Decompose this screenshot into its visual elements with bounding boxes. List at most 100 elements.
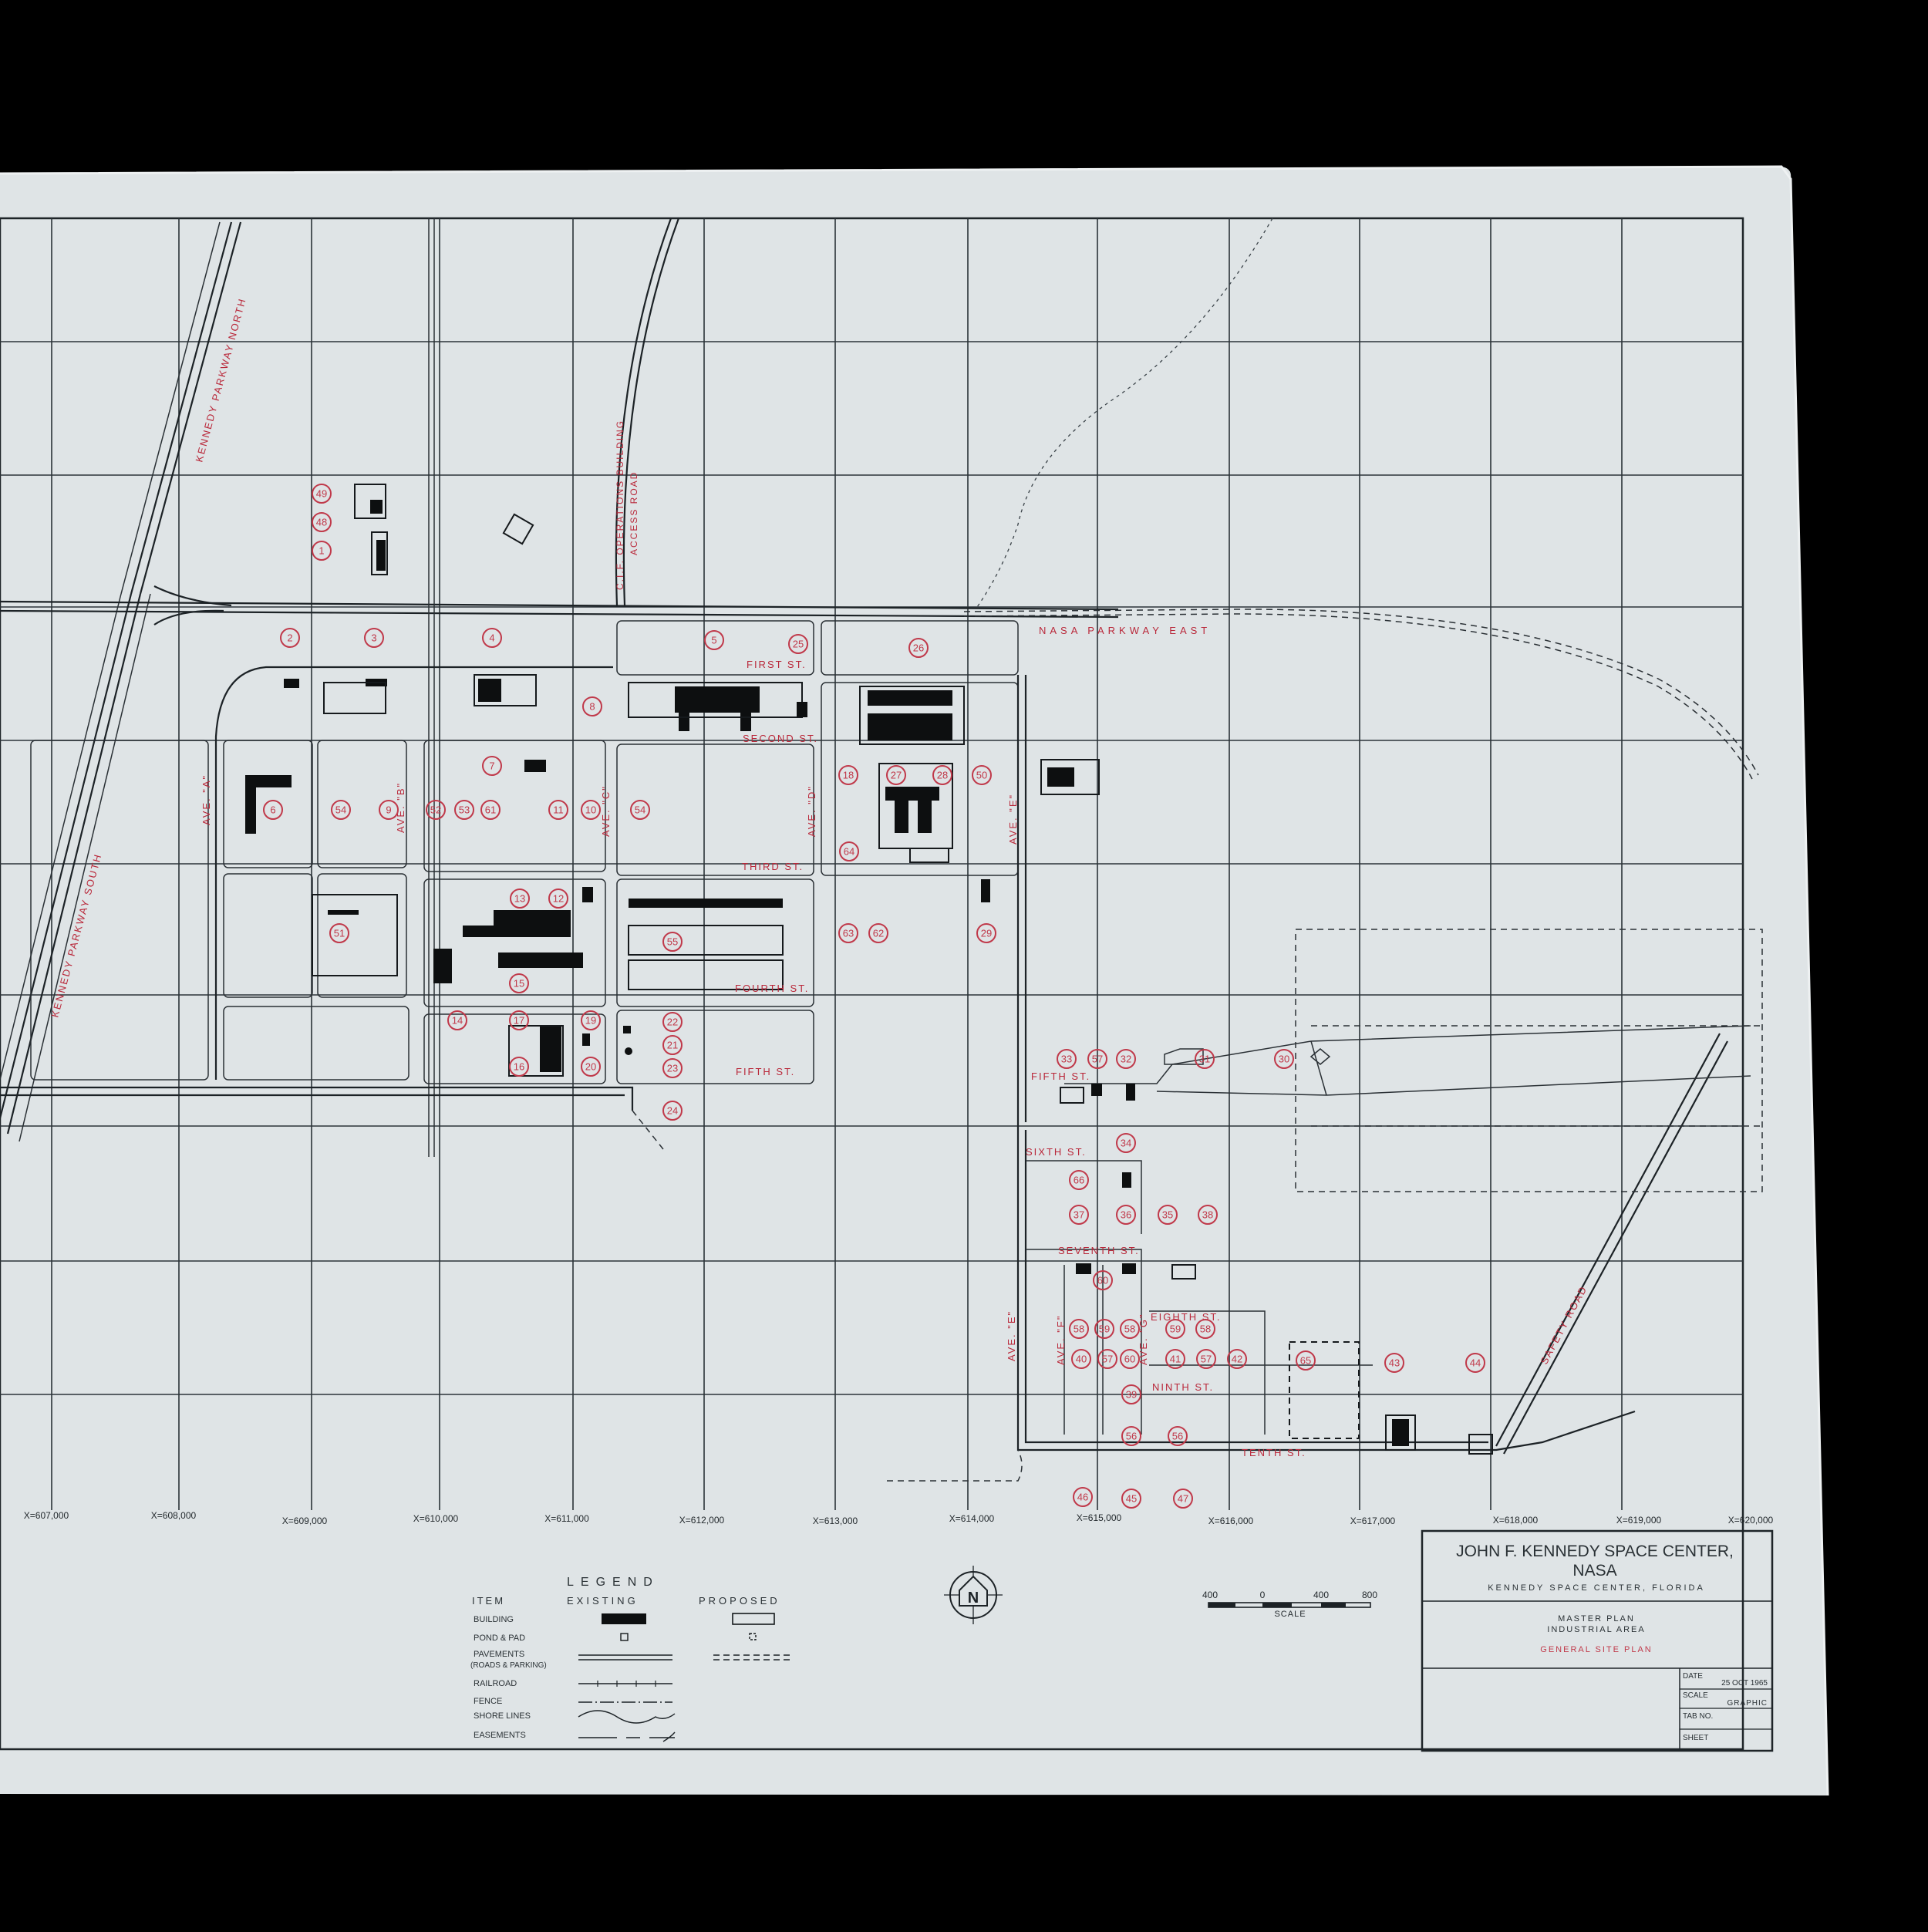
callout-number: 57	[1201, 1354, 1212, 1365]
buildings	[245, 484, 1493, 1455]
callout-20: 20	[581, 1057, 601, 1077]
callout-3: 3	[364, 628, 384, 648]
callout-26: 26	[908, 638, 929, 658]
callout-number: 13	[514, 893, 525, 905]
callout-10: 10	[581, 800, 601, 820]
callout-number: 56	[1126, 1431, 1137, 1442]
callout-1: 1	[312, 541, 332, 561]
callout-23: 23	[662, 1058, 683, 1078]
coordinate-label: X=614,000	[949, 1513, 995, 1524]
coordinate-label: X=611,000	[544, 1513, 589, 1524]
coordinate-label: X=610,000	[413, 1513, 459, 1524]
callout-60: 60	[1120, 1349, 1140, 1369]
callout-number: 64	[844, 846, 854, 858]
road-label-ave-g: AVE. "G"	[1138, 1313, 1149, 1365]
coordinate-label: X=620,000	[1728, 1515, 1774, 1526]
callout-48: 48	[312, 512, 332, 532]
plan-subtitle: GENERAL SITE PLAN	[1540, 1645, 1652, 1654]
coordinate-label: X=615,000	[1077, 1512, 1122, 1523]
scale-label: SCALE	[1274, 1610, 1306, 1619]
callout-36: 36	[1116, 1205, 1136, 1225]
callout-number: 40	[1076, 1354, 1087, 1365]
callout-number: 33	[1061, 1054, 1072, 1065]
callout-number: 34	[1121, 1138, 1131, 1149]
coordinate-label: X=608,000	[151, 1510, 197, 1521]
callout-34: 34	[1116, 1133, 1136, 1153]
callout-number: 31	[1199, 1054, 1210, 1065]
callout-number: 36	[1121, 1209, 1131, 1221]
callout-number: 26	[913, 642, 924, 654]
callout-number: 57	[1092, 1054, 1103, 1065]
scale-field-value: GRAPHIC	[1727, 1699, 1768, 1708]
road-label-ave-a: AVE. "A"	[201, 774, 212, 825]
callout-number: 8	[589, 701, 595, 713]
callout-number: 60	[1097, 1275, 1108, 1286]
title-location: KENNEDY SPACE CENTER, FLORIDA	[1488, 1583, 1705, 1593]
callout-number: 58	[1124, 1323, 1135, 1335]
callout-17: 17	[509, 1010, 529, 1030]
callout-57: 57	[1196, 1349, 1216, 1369]
callout-39: 39	[1121, 1384, 1141, 1404]
sheet-label: SHEET	[1683, 1734, 1708, 1742]
callout-number: 44	[1470, 1357, 1481, 1369]
callout-number: 59	[1170, 1323, 1181, 1335]
callout-35: 35	[1158, 1205, 1178, 1225]
road-label-fourth: FOURTH ST.	[735, 983, 809, 994]
callout-60: 60	[1093, 1270, 1113, 1290]
callout-57: 57	[1087, 1049, 1107, 1069]
kennedy-parkway	[0, 221, 242, 1142]
road-label-ninth: NINTH ST.	[1152, 1381, 1214, 1393]
legend-title: LEGEND	[567, 1576, 659, 1589]
title-block: JOHN F. KENNEDY SPACE CENTER, NASA KENNE…	[1421, 1529, 1774, 1752]
callout-25: 25	[788, 634, 808, 654]
callout-64: 64	[839, 841, 859, 861]
callout-58: 58	[1195, 1319, 1215, 1339]
callout-63: 63	[838, 923, 858, 943]
callout-number: 47	[1178, 1493, 1188, 1505]
callout-13: 13	[510, 888, 530, 909]
coordinate-label: X=613,000	[813, 1516, 858, 1526]
road-label-fifth-b: FIFTH ST.	[1031, 1071, 1090, 1082]
callout-number: 12	[553, 893, 564, 905]
callout-number: 59	[1099, 1323, 1110, 1335]
legend-row-easements: EASEMENTS	[474, 1731, 526, 1740]
scale-tick-2: 0	[1260, 1590, 1266, 1600]
callout-number: 58	[1074, 1323, 1084, 1335]
callout-number: 23	[667, 1063, 678, 1074]
callout-50: 50	[972, 765, 992, 785]
cif-access-road	[615, 217, 672, 606]
callout-31: 31	[1195, 1049, 1215, 1069]
road-label-second: SECOND ST.	[743, 733, 818, 744]
callout-number: 10	[585, 804, 596, 816]
legend-row-shore: SHORE LINES	[474, 1711, 531, 1721]
road-label-ave-d: AVE. "D"	[806, 785, 817, 837]
road-label-seventh: SEVENTH ST.	[1058, 1245, 1140, 1256]
callout-number: 21	[667, 1040, 678, 1051]
callout-59: 59	[1094, 1319, 1114, 1339]
callout-12: 12	[548, 888, 568, 909]
callout-4: 4	[482, 628, 502, 648]
callout-59: 59	[1165, 1319, 1185, 1339]
callout-number: 30	[1279, 1054, 1289, 1065]
callout-56: 56	[1168, 1426, 1188, 1446]
callout-51: 51	[329, 923, 349, 943]
road-label-cif-1: C.I.F. OPERATIONS BUILDING	[615, 420, 625, 590]
callout-number: 54	[335, 804, 346, 816]
legend-row-railroad: RAILROAD	[474, 1679, 517, 1688]
callout-number: 7	[489, 760, 494, 772]
north-arrow: N	[944, 1566, 1003, 1624]
legend-row-roads: (ROADS & PARKING)	[470, 1661, 547, 1670]
callout-40: 40	[1071, 1349, 1091, 1369]
paper	[0, 167, 1828, 1795]
callout-number: 29	[981, 928, 992, 939]
north-arrow-letter: N	[968, 1590, 979, 1607]
callout-21: 21	[662, 1035, 683, 1055]
coordinate-label: X=607,000	[24, 1510, 69, 1521]
road-label-first: FIRST ST.	[747, 659, 807, 670]
coordinate-label: X=609,000	[282, 1516, 328, 1526]
callout-56: 56	[1121, 1426, 1141, 1446]
callout-33: 33	[1057, 1049, 1077, 1069]
callout-11: 11	[548, 800, 568, 820]
